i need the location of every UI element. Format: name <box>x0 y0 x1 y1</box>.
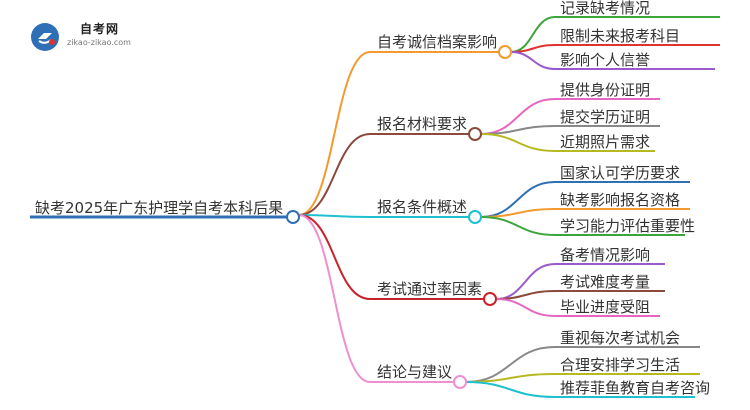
leaf-label-4-2: 考试难度考量 <box>560 273 650 291</box>
leaf-label-5-1: 重视每次考试机会 <box>560 329 680 347</box>
branch-label-3: 报名条件概述 <box>377 198 467 216</box>
leaf-connector-1-3 <box>510 51 556 70</box>
branch-label-4: 考试通过率因素 <box>377 280 482 298</box>
leaf-label-4-3: 毕业进度受阻 <box>560 298 650 316</box>
leaf-connector-2-2 <box>480 125 556 135</box>
root-node <box>286 210 300 224</box>
branch-connector-3 <box>298 214 371 218</box>
branch-label-5: 结论与建议 <box>377 363 452 381</box>
leaf-label-4-1: 备考情况影响 <box>560 246 650 264</box>
branch-label-2: 报名材料要求 <box>377 115 467 133</box>
branch-node-2 <box>468 127 482 141</box>
leaf-connector-4-3 <box>495 298 556 317</box>
site-logo: 自考网 zikao-zikao.com <box>30 18 150 54</box>
leaf-label-1-3: 影响个人信誉 <box>560 51 650 69</box>
branch-connector-1 <box>298 51 371 216</box>
leaf-label-2-2: 提交学历证明 <box>560 108 650 126</box>
leaf-connector-5-2 <box>465 373 556 383</box>
leaf-label-5-3: 推荐菲鱼教育自考咨询 <box>560 379 710 397</box>
logo-mark-icon <box>31 23 59 51</box>
leaf-label-2-3: 近期照片需求 <box>560 133 650 151</box>
branch-node-3 <box>468 210 482 224</box>
leaf-connector-2-3 <box>480 133 556 152</box>
branch-node-1 <box>498 45 512 59</box>
leaf-connector-4-2 <box>495 290 556 300</box>
leaf-connector-3-3 <box>480 216 556 236</box>
leaf-connector-4-1 <box>495 263 556 300</box>
leaf-label-1-1: 记录缺考情况 <box>560 0 650 17</box>
leaf-label-5-2: 合理安排学习生活 <box>560 356 680 374</box>
branch-connector-4 <box>298 214 371 300</box>
leaf-connector-3-2 <box>480 208 556 218</box>
branch-connector-2 <box>298 133 371 216</box>
leaf-label-2-1: 提供身份证明 <box>560 81 650 99</box>
leaf-connector-1-2 <box>510 44 556 53</box>
branch-node-4 <box>483 292 497 306</box>
branch-label-1: 自考诚信档案影响 <box>377 33 497 51</box>
logo-title: 自考网 <box>80 22 120 36</box>
root-label: 缺考2025年广东护理学自考本科后果 <box>35 199 283 217</box>
leaf-label-3-1: 国家认可学历要求 <box>560 164 680 182</box>
leaf-label-3-2: 缺考影响报名资格 <box>560 191 680 209</box>
branch-connector-5 <box>298 214 371 383</box>
leaf-connector-5-1 <box>465 346 556 383</box>
leaf-label-3-3: 学习能力评估重要性 <box>560 217 695 235</box>
leaf-connector-1-1 <box>510 16 556 53</box>
leaf-connector-2-1 <box>480 98 556 135</box>
leaf-connector-5-3 <box>465 381 556 398</box>
leaf-connector-3-1 <box>480 181 556 218</box>
branch-node-5 <box>453 375 467 389</box>
logo-subtitle: zikao-zikao.com <box>67 38 131 47</box>
leaf-label-1-2: 限制未来报考科目 <box>560 27 680 45</box>
